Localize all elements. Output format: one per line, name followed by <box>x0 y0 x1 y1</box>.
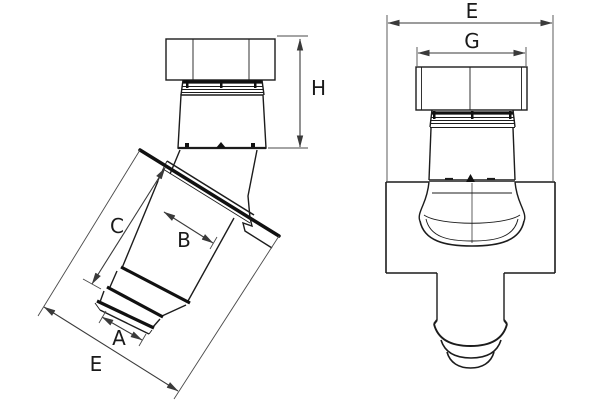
dimension-E-front: E <box>386 0 554 181</box>
vent-body <box>177 94 267 150</box>
dim-label-h: H <box>311 76 326 100</box>
dimension-A: A <box>98 310 147 350</box>
dim-label-e-front: E <box>466 0 479 23</box>
dim-label-g: G <box>464 29 480 53</box>
flashing-hem-step <box>242 217 273 249</box>
front-view: E G <box>385 0 556 369</box>
louver-section <box>180 79 265 96</box>
below-plate-pipe <box>433 273 508 369</box>
dimension-G: G <box>416 29 527 66</box>
dim-label-b: B <box>177 228 191 252</box>
dimension-H: H <box>268 35 326 149</box>
roof-line <box>138 148 281 238</box>
vent-body-front <box>428 127 516 181</box>
louver-section-front <box>429 109 516 128</box>
dim-label-a: A <box>112 326 126 350</box>
dimension-E-side: E <box>37 149 280 400</box>
dim-label-e-side: E <box>90 352 103 376</box>
center-screw-mark <box>216 142 226 148</box>
transition-neck <box>169 149 258 219</box>
vent-cap-front <box>415 66 528 111</box>
vent-cap <box>165 38 276 81</box>
side-view: C B A E H <box>37 35 326 400</box>
below-roof-pipe <box>94 180 235 335</box>
dim-label-c: C <box>110 214 124 238</box>
rubber-boot <box>418 181 526 247</box>
dimension-B: B <box>163 211 218 252</box>
dimension-C: C <box>82 167 166 290</box>
